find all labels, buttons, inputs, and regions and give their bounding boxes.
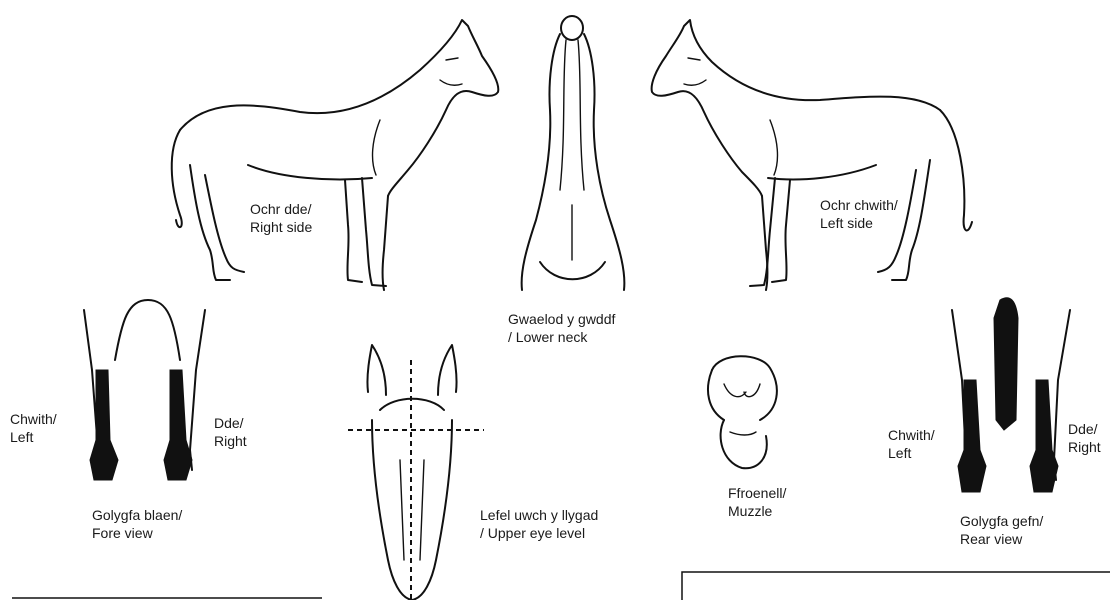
horse-face-drawing [348, 345, 484, 600]
horse-fore-view-drawing [84, 300, 205, 480]
horse-lower-neck-drawing [522, 16, 625, 290]
label-rear-view: Golygfa gefn/ Rear view [960, 512, 1043, 548]
label-upper-eye-level: Lefel uwch y llygad / Upper eye level [480, 506, 598, 542]
label-right-side: Ochr dde/ Right side [250, 200, 312, 236]
horse-left-side-drawing [652, 20, 972, 290]
label-left-side: Ochr chwith/ Left side [820, 196, 898, 232]
frame-box [682, 572, 1110, 600]
label-rear-right: Dde/ Right [1068, 420, 1101, 456]
label-lower-neck: Gwaelod y gwddf / Lower neck [508, 310, 615, 346]
label-fore-view: Golygfa blaen/ Fore view [92, 506, 182, 542]
label-fore-right: Dde/ Right [214, 414, 247, 450]
label-fore-left: Chwith/ Left [10, 410, 57, 446]
horse-right-side-drawing [172, 20, 499, 290]
label-muzzle: Ffroenell/ Muzzle [728, 484, 786, 520]
horse-rear-view-drawing [952, 298, 1070, 492]
label-rear-left: Chwith/ Left [888, 426, 935, 462]
horse-muzzle-drawing [708, 356, 777, 468]
